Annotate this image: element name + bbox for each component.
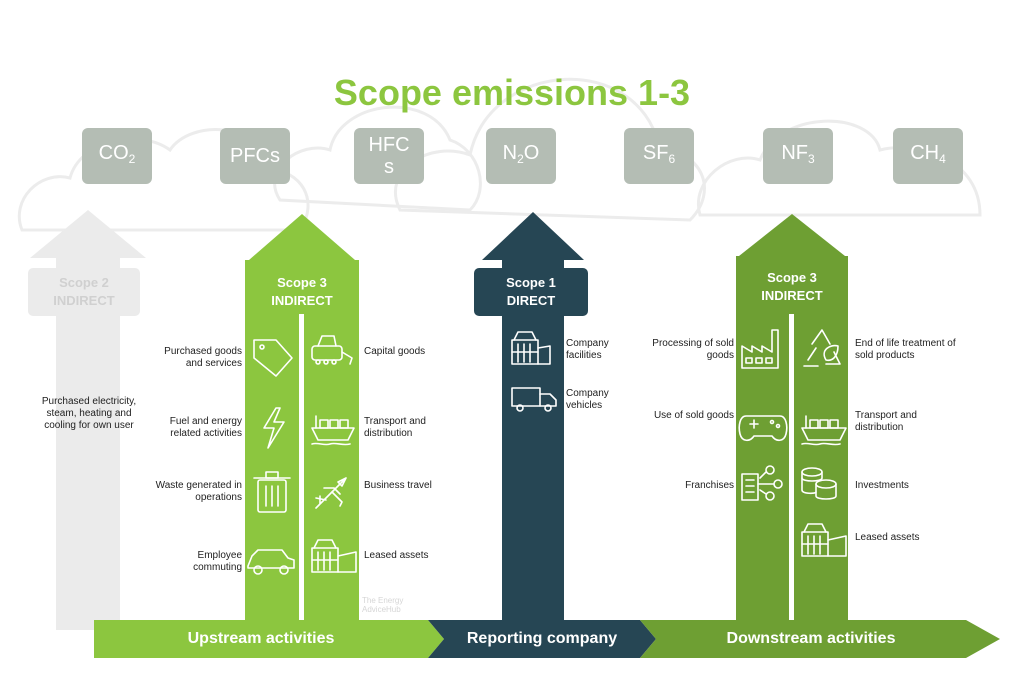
gas-n2o-label: N2O: [502, 142, 540, 166]
scope3-upstream-subtitle: INDIRECT: [271, 293, 333, 308]
label-company-vehicles: Company vehicles: [566, 388, 609, 411]
gas-n2o-box: N2O: [486, 128, 556, 184]
gas-nf3-box: NF3: [763, 128, 833, 184]
scope2-title: Scope 2: [59, 275, 109, 290]
gas-nf3-label: NF3: [781, 142, 815, 166]
gas-co2-label: CO2: [98, 142, 136, 166]
label-leased-assets-downstream: Leased assets: [855, 532, 920, 543]
cargo-ship-icon: [311, 415, 355, 446]
scope3-upstream-title: Scope 3: [277, 275, 327, 290]
label-transport-upstream: Transport and distribution: [364, 416, 426, 439]
gas-sf6-box: SF6: [624, 128, 694, 184]
factory-icon: [741, 329, 779, 369]
scope3-downstream-subtitle: INDIRECT: [761, 288, 823, 303]
label-fuel-energy: Fuel and energy related activities: [169, 416, 242, 439]
car-icon: [247, 549, 295, 575]
downstream-band-label: Downstream activities: [726, 630, 896, 647]
reporting-band-shape: [428, 620, 656, 658]
gas-ch4-box: CH4: [893, 128, 963, 184]
label-capital-goods: Capital goods: [364, 346, 426, 357]
scope2-header: Scope 2 INDIRECT: [28, 274, 140, 310]
scope2-arrow: [28, 210, 146, 630]
label-processing-sold-goods: Processing of sold goods: [652, 338, 734, 361]
recycle-icon: [803, 329, 841, 367]
label-waste: Waste generated in operations: [155, 480, 242, 503]
scope2-subtitle: INDIRECT: [53, 293, 115, 308]
truck-icon: [511, 387, 557, 412]
lightning-icon: [263, 407, 285, 449]
gas-ch4-label: CH4: [910, 142, 946, 166]
label-leased-assets-upstream: Leased assets: [364, 550, 429, 561]
cargo-ship-icon: [801, 415, 847, 446]
label-end-of-life: End of life treatment of sold products: [855, 338, 956, 361]
label-transport-downstream: Transport and distribution: [855, 410, 917, 433]
building-icon: [801, 523, 847, 557]
scope3-downstream-title: Scope 3: [767, 270, 817, 285]
trash-bin-icon: [253, 471, 291, 513]
label-use-sold-goods: Use of sold goods: [653, 410, 734, 421]
upstream-band-shape: [94, 620, 444, 658]
upstream-band-label: Upstream activities: [187, 630, 335, 647]
scope1-subtitle: DIRECT: [506, 293, 556, 308]
scope1-title: Scope 1: [506, 275, 556, 290]
factory-building-icon: [511, 331, 551, 365]
gas-sf6-label: SF6: [642, 142, 676, 166]
reporting-band-label: Reporting company: [466, 630, 618, 647]
bulldozer-icon: [311, 335, 353, 365]
price-tag-icon: [253, 339, 293, 377]
label-business-travel: Business travel: [364, 480, 432, 491]
gas-pfcs-box: PFCs: [220, 128, 290, 184]
label-franchises: Franchises: [685, 480, 734, 491]
gas-co2-box: CO2: [82, 128, 152, 184]
label-purchased-goods: Purchased goods and services: [164, 346, 242, 369]
airplane-icon: [315, 477, 347, 509]
label-employee-commuting: Employee commuting: [193, 550, 242, 573]
label-investments: Investments: [855, 480, 909, 491]
gamepad-icon: [738, 415, 788, 442]
scope3-downstream-header: Scope 3 INDIRECT: [736, 269, 848, 305]
downstream-band-shape: [640, 620, 1000, 658]
coins-icon: [801, 467, 837, 500]
gas-pfcs-label: PFCs: [230, 145, 280, 167]
scope1-header: Scope 1 DIRECT: [474, 274, 588, 310]
label-company-facilities: Company facilities: [566, 338, 609, 361]
watermark-logo: The Energy AdviceHub: [362, 596, 404, 614]
scope1-arrow: [474, 212, 588, 630]
scope2-description: Purchased electricity, steam, heating an…: [41, 396, 137, 431]
page-title: Scope emissions 1-3: [333, 72, 691, 113]
franchise-network-icon: [741, 465, 783, 501]
scope3-upstream-header: Scope 3 INDIRECT: [245, 274, 359, 310]
building-icon: [311, 539, 357, 573]
